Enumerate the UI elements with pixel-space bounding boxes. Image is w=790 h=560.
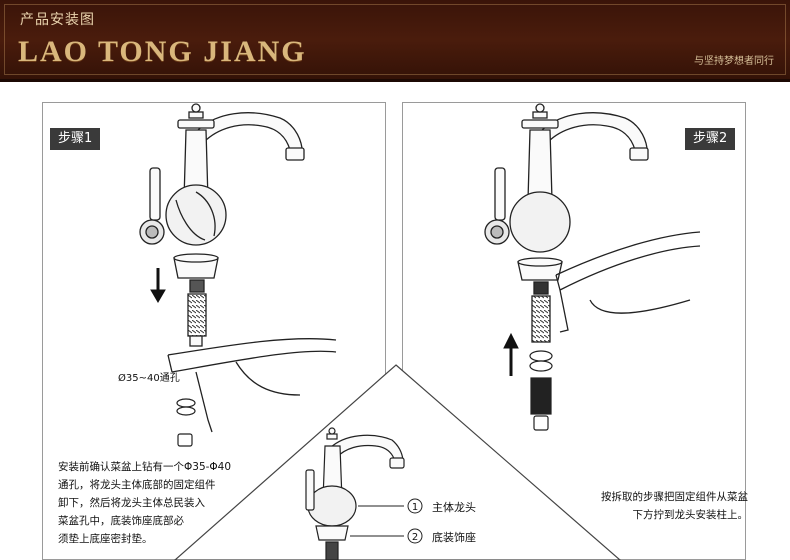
- step2-tag: 步骤2: [685, 128, 736, 150]
- part-2-number: 2: [412, 532, 418, 543]
- step1-faucet: [139, 103, 305, 347]
- parts-faucet: [305, 427, 405, 560]
- step2-faucet: [484, 103, 649, 343]
- callout-lines: [350, 498, 423, 544]
- banner-subtitle: 产品安装图: [20, 12, 95, 28]
- step2-description: 按拆取的步骤把固定组件从菜盆 下方拧到龙头安装柱上。: [548, 488, 748, 524]
- step2-desc-line: 下方拧到龙头安装柱上。: [632, 509, 749, 521]
- step2-desc-line: 按拆取的步骤把固定组件从菜盆: [601, 491, 748, 503]
- step1-desc-line: 菜盆孔中，底装饰座底部必: [58, 515, 184, 527]
- down-arrow: [150, 268, 166, 303]
- step1-sink: [167, 338, 337, 433]
- step1-desc-line: 通孔，将龙头主体底部的固定组件: [58, 479, 216, 491]
- part-1-number: 1: [412, 502, 418, 513]
- brand-title: LAO TONG JIANG: [18, 35, 307, 68]
- step1-fixing-parts: [176, 398, 196, 447]
- step1-desc-line: 卸下，然后将龙头主体总民装入: [58, 497, 205, 509]
- step1-desc-line: 安装前确认菜盆上钻有一个Φ35-Φ40: [58, 461, 232, 473]
- brand-slogan: 与坚持梦想者同行: [694, 56, 774, 67]
- step1-description: 安装前确认菜盆上钻有一个Φ35-Φ40 通孔，将龙头主体底部的固定组件 卸下，然…: [58, 458, 298, 548]
- step1-desc-line: 须垫上底座密封垫。: [58, 533, 153, 545]
- step2-fixing-parts: [529, 350, 553, 431]
- part-1-label: 主体龙头: [432, 501, 476, 514]
- part-2-label: 底装饰座: [432, 531, 476, 544]
- up-arrow: [503, 332, 519, 376]
- step2-sink: [555, 231, 701, 333]
- step1-tag: 步骤1: [50, 128, 101, 150]
- header-banner: 产品安装图 LAO TONG JIANG 与坚持梦想者同行: [0, 0, 790, 82]
- hole-size-label: Ø35~40通孔: [118, 373, 180, 384]
